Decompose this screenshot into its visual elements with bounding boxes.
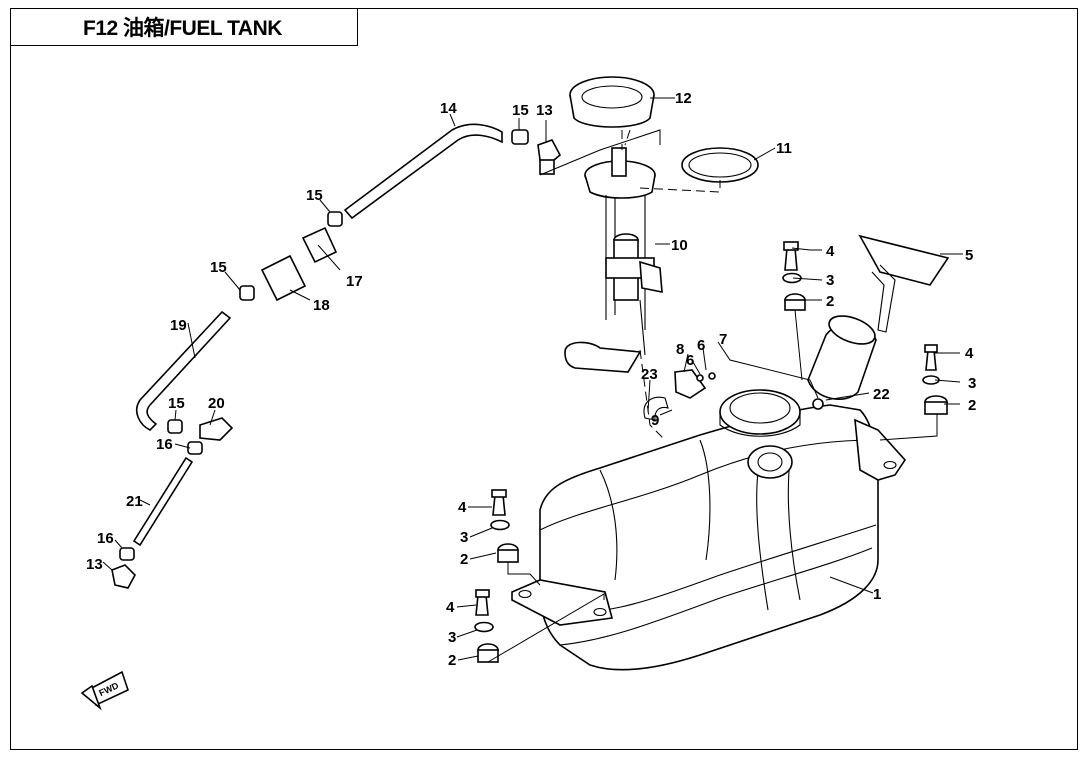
callout-12: 12 [675, 90, 692, 107]
callout-5: 5 [965, 247, 973, 264]
callout-4-c: 4 [458, 499, 467, 516]
mount-hardware-left-upper [490, 489, 519, 563]
vent-line-assembly [643, 369, 824, 421]
callout-1: 1 [873, 586, 881, 603]
callout-4-b: 4 [965, 345, 974, 362]
callout-2-c: 2 [460, 551, 468, 568]
filler-cap [858, 234, 950, 333]
callout-labels: 1 2 2 2 2 3 3 3 3 4 4 4 4 5 6 6 7 8 9 10… [86, 90, 976, 669]
callout-3-c: 3 [460, 529, 468, 546]
callout-11: 11 [776, 140, 792, 157]
callout-6-b: 6 [697, 337, 705, 354]
callout-10: 10 [671, 237, 688, 254]
callout-17: 17 [346, 273, 363, 290]
callout-16-a: 16 [156, 436, 173, 453]
callout-2-b: 2 [968, 397, 976, 414]
callout-15-d: 15 [168, 395, 185, 412]
callout-4-d: 4 [446, 599, 455, 616]
callout-15-b: 15 [306, 187, 323, 204]
callout-6-a: 6 [686, 352, 694, 369]
callout-3-d: 3 [448, 629, 456, 646]
leader-lines [102, 97, 963, 661]
callout-14: 14 [440, 100, 457, 117]
callout-8: 8 [676, 341, 684, 358]
fuel-filter [239, 211, 343, 302]
callout-2-d: 2 [448, 652, 456, 669]
callout-15-c: 15 [210, 259, 227, 276]
assembly-dashed-lines [487, 129, 938, 663]
fuel-line-upper [343, 123, 562, 220]
lock-ring [569, 76, 655, 128]
forward-arrow-icon: FWD [80, 670, 129, 711]
callout-3-b: 3 [968, 375, 976, 392]
page-title: F12 油箱/FUEL TANK [83, 17, 282, 40]
callout-16-b: 16 [97, 530, 114, 547]
callout-18: 18 [313, 297, 330, 314]
title-block: F12 油箱/FUEL TANK [10, 8, 358, 46]
fuel-tank [511, 315, 907, 671]
callout-21: 21 [126, 493, 143, 510]
callout-7: 7 [719, 331, 727, 348]
mount-hardware-far-right [922, 344, 948, 415]
callout-22: 22 [873, 386, 890, 403]
seal-ring [681, 147, 759, 183]
callout-3-a: 3 [826, 272, 834, 289]
callout-2-a: 2 [826, 293, 834, 310]
fuel-line-lower [111, 310, 234, 589]
callout-19: 19 [170, 317, 187, 334]
callout-9: 9 [651, 412, 659, 429]
callout-15-a: 15 [512, 102, 529, 119]
callout-20: 20 [208, 395, 225, 412]
callout-13-a: 13 [536, 102, 553, 119]
callout-13-b: 13 [86, 556, 103, 573]
drawing-frame [10, 8, 1078, 750]
mount-hardware-left-lower [474, 589, 499, 663]
fuel-pump-assembly [564, 147, 663, 373]
callout-23: 23 [641, 366, 658, 383]
callout-4-a: 4 [826, 243, 835, 260]
